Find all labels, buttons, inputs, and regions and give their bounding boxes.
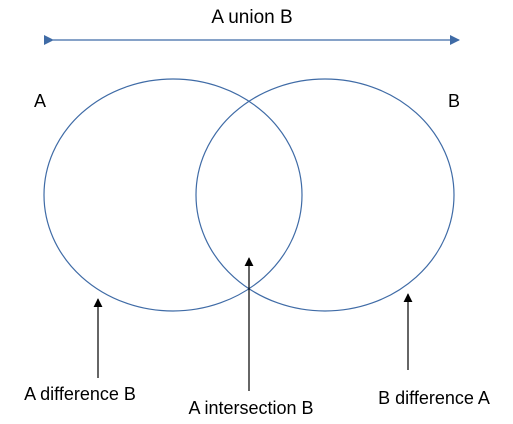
set-a-label: A	[34, 91, 46, 111]
a-difference-b-label: A difference B	[24, 384, 136, 404]
set-b-circle	[195, 78, 455, 312]
set-b-label: B	[448, 91, 460, 111]
set-a-circle	[43, 78, 303, 312]
union-label: A union B	[211, 7, 292, 28]
b-difference-a-label: B difference A	[378, 388, 490, 408]
intersection-label: A intersection B	[188, 398, 313, 418]
